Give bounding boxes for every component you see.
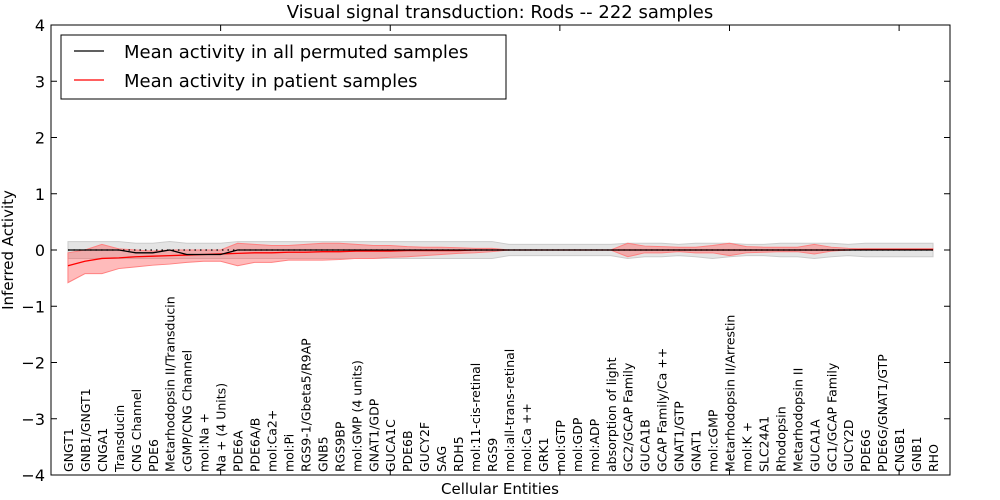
y-tick-label: −3 [21,410,45,429]
x-tick-label: GNGT1 [61,428,76,472]
x-tick-label: GNAT1/GTP [672,401,687,472]
x-tick-label: GNB5 [315,436,330,472]
x-tick-label: mol:GDP [570,417,585,472]
axes: −4 −3 −2 −1 0 1 2 3 4 [21,16,951,485]
x-tick-label: mol:Ca ++ [519,403,534,472]
x-tick-label: mol:11-cis-retinal [468,363,483,472]
x-tick-label: PDE6G/GNAT1/GTP [875,354,890,472]
x-tick-label: PDE6B [400,430,415,472]
x-tick-label: cGMP/CNG Channel [180,350,195,472]
x-tick-label: GUCA1C [383,419,398,472]
x-tick-label: RHO [926,444,941,472]
y-tick-label: 1 [35,185,45,204]
x-tick-label: mol:GTP [553,420,568,472]
x-tick-label: mol:cGMP [706,409,721,472]
y-tick-label: 2 [35,129,45,148]
x-tick-label: mol:K + [739,422,754,472]
x-tick-label: RDH5 [451,436,466,472]
x-tick-label: SLC24A1 [756,416,771,472]
y-tick-label: −2 [21,354,45,373]
x-tick-label: Rhodopsin [773,406,788,472]
x-tick-label: RGS9 [485,438,500,472]
x-tick-label: CNGA1 [95,428,110,472]
legend-label-patient: Mean activity in patient samples [124,71,418,92]
x-tick-label: GUCY2F [417,422,432,472]
x-tick-label: PDE6A [231,430,246,472]
series-line-permuted [67,249,934,256]
bands [67,241,934,284]
x-tick-label: mol:ADP [587,418,602,472]
y-tick-label: −4 [21,466,45,485]
x-tick-label: GCAP Family/Ca ++ [655,348,670,472]
x-tick-label: mol:all-trans-retinal [502,349,517,472]
x-tick-label: mol:Ca2+ [265,410,280,472]
x-tick-label: Na + (4 Units) [214,383,229,472]
x-tick-label: GNAT1/GDP [366,398,381,472]
chart-title: Visual signal transduction: Rods -- 222 … [287,2,714,23]
legend-box [60,34,507,100]
x-tick-label: CNG Channel [129,389,144,472]
x-tick-label: GNB1/GNGT1 [78,388,93,472]
x-tick-label: GUCA1B [638,419,653,472]
y-axis-label: Inferred Activity [0,190,17,310]
x-tick-label: mol:Na + [197,413,212,472]
x-tick-label: CNGB1 [892,428,907,472]
band-patient [67,242,934,284]
y-tick-label: 3 [35,72,45,91]
x-tick-label: mol:Pi [281,434,296,472]
x-tick-label: Metarhodopsin II/Transducin [163,296,178,472]
x-tick-label: PDE6G [858,429,873,472]
y-tick-label: 4 [35,16,45,35]
x-tick-label: GNAT1 [689,430,704,472]
y-tick-label: 0 [35,241,45,260]
x-tick-label: RGS9BP [332,421,347,472]
x-tick-label: Transducin [112,405,127,473]
x-tick-label: Metarhodopsin II/Arrestin [722,315,737,472]
y-tick-label: −1 [21,297,45,316]
x-tick-label: GUCA1A [807,419,822,472]
x-axis-label: Cellular Entities [441,480,559,498]
x-tick-label: GC1/GCAP Family [824,362,839,472]
x-tick-label: absorption of light [604,357,619,472]
x-tick-label: PDE6A/B [248,418,263,472]
x-tick-label: PDE6 [146,439,161,472]
x-tick-label: GUCY2D [841,419,856,472]
series-lines [67,248,934,267]
x-tick-label: GNB1 [909,436,924,472]
x-tick-label: RGS9-1/Gbeta5/R9AP [298,338,313,472]
legend-label-permuted: Mean activity in all permuted samples [124,42,468,63]
x-tick-label: mol:GMP (4 units) [349,360,364,472]
x-tick-label: GRK1 [536,437,551,472]
x-tick-label: GC2/GCAP Family [621,362,636,472]
legend: Mean activity in all permuted samples Me… [60,34,507,100]
x-tick-label: SAG [434,446,449,472]
x-tick-label: Metarhodopsin II [790,368,805,472]
